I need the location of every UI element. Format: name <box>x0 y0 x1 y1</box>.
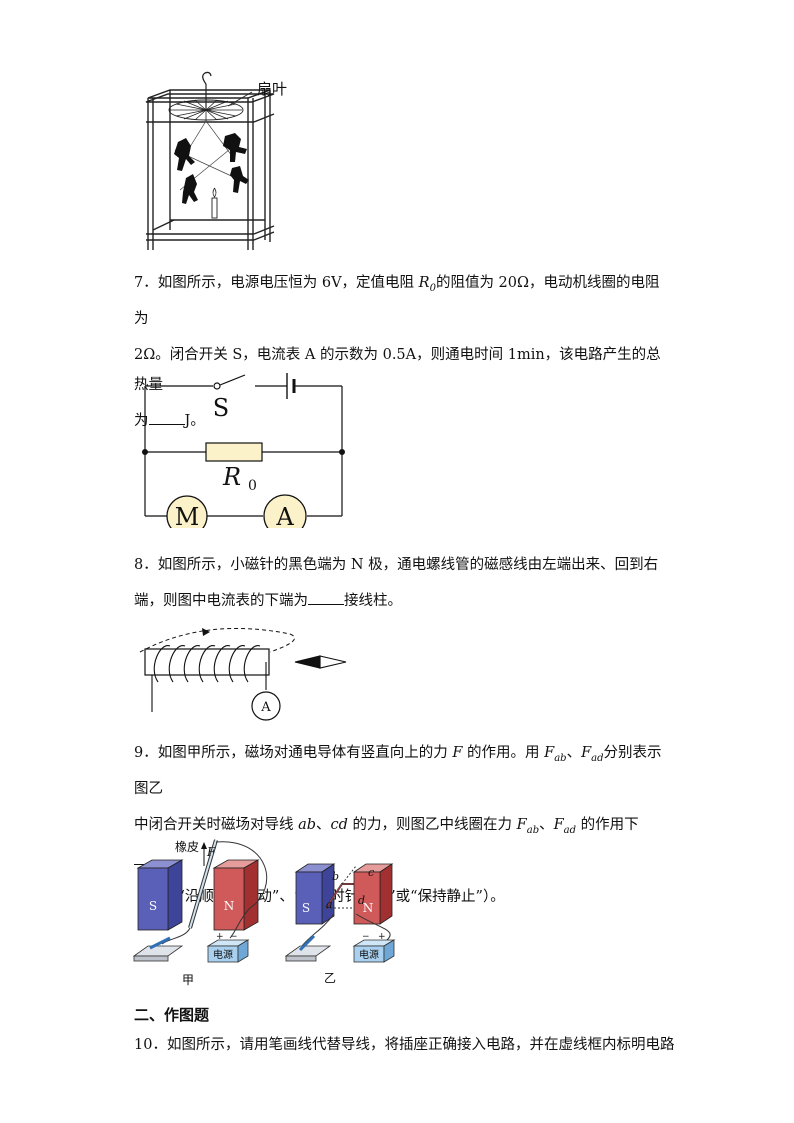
q9-figure-yi: S N b c a d − + 电源 乙 <box>284 863 396 985</box>
svg-text:电源: 电源 <box>359 948 379 961</box>
q9-figure-jia: S F N + − 电源 甲 <box>132 839 268 987</box>
svg-text:+: + <box>216 932 224 942</box>
switch-label: S <box>213 394 229 422</box>
caption-yi: 乙 <box>324 971 336 985</box>
q8-line2: 端，则图中电流表的下端为接线柱。 <box>134 586 674 616</box>
q8-line1: 8．如图所示，小磁针的黑色端为 N 极，通电螺线管的磁感线由左端出来、回到右 <box>134 557 659 573</box>
resistor-r0 <box>205 442 263 462</box>
svg-text:F: F <box>206 845 216 859</box>
question-8: 8．如图所示，小磁针的黑色端为 N 极，通电螺线管的磁感线由左端出来、回到右 端… <box>134 550 674 616</box>
motor-m <box>166 495 208 528</box>
section-2-title: 二、作图题 <box>134 1006 210 1024</box>
caption-jia: 甲 <box>182 973 194 987</box>
svg-text:c: c <box>368 866 374 879</box>
svg-text:d: d <box>358 894 365 907</box>
ammeter-label: A <box>275 503 294 528</box>
question-10: 10．如图所示，请用笔画线代替导线，将插座正确接入电路，并在虚线框内标明电路 <box>134 1037 675 1053</box>
q8-answer-blank[interactable] <box>308 588 344 605</box>
motor-label: M <box>175 503 200 528</box>
svg-text:−: − <box>230 932 238 942</box>
svg-text:N: N <box>224 899 235 913</box>
q7-line1: 7．如图所示，电源电压恒为 6V，定值电阻 R0的阻值为 20Ω，电动机线圈的电… <box>134 275 660 327</box>
eraser-label: 橡皮 <box>175 840 200 854</box>
svg-text:N: N <box>363 901 374 915</box>
svg-text:电源: 电源 <box>213 948 233 961</box>
r0-symbol: R <box>418 275 430 291</box>
question-7: 7．如图所示，电源电压恒为 6V，定值电阻 R0的阻值为 20Ω，电动机线圈的电… <box>134 268 674 436</box>
svg-text:b: b <box>332 870 339 883</box>
q7-circuit-diagram: S R 0 M A <box>142 373 345 528</box>
q7-line2: 2Ω。闭合开关 S，电流表 A 的示数为 0.5A，则通电时间 1min，该电路… <box>134 346 661 393</box>
q9-line1: 9．如图甲所示，磁场对通电导体有竖直向上的力 F 的作用。用 Fab、Fad分别… <box>134 745 662 797</box>
resistor-subscript: 0 <box>248 478 257 494</box>
svg-text:S: S <box>149 899 157 913</box>
q8-solenoid-diagram: A <box>139 627 347 721</box>
svg-text:a: a <box>326 898 333 911</box>
fan-blade-label: 扇叶 <box>257 80 288 98</box>
resistor-label: R <box>222 463 241 491</box>
svg-text:−: − <box>362 932 370 942</box>
q7-answer-blank[interactable] <box>148 408 185 425</box>
compass-needle <box>294 655 347 669</box>
q8-ammeter-label: A <box>260 700 271 715</box>
ammeter-a <box>263 494 307 528</box>
svg-text:+: + <box>378 932 386 942</box>
lantern-figure <box>145 71 275 250</box>
q8-ammeter <box>251 691 281 721</box>
svg-text:S: S <box>302 901 310 915</box>
